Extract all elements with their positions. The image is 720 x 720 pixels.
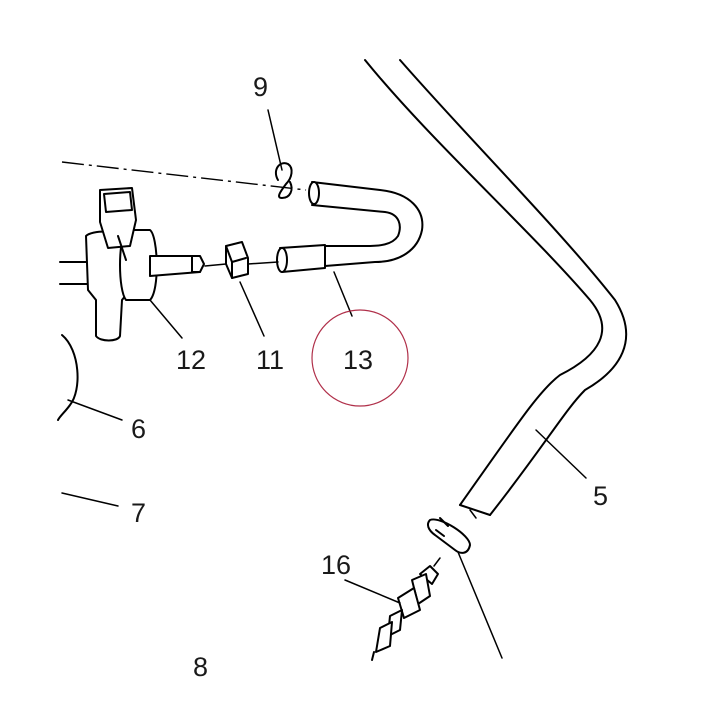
hose-13	[276, 181, 424, 273]
fitting-16	[371, 565, 439, 661]
clamp-11	[204, 241, 279, 279]
callout-11: 11	[256, 345, 285, 375]
callout-16: 16	[321, 550, 352, 580]
clamp-near-16	[426, 509, 477, 567]
clip-9	[274, 162, 293, 199]
callout-12: 12	[176, 345, 207, 375]
center-line	[61, 161, 307, 191]
callout-9: 9	[253, 72, 269, 102]
callout-7: 7	[131, 498, 147, 528]
hose-5	[364, 59, 628, 516]
valve-12	[59, 187, 205, 342]
leader-lines	[61, 109, 587, 659]
callout-8-partial: 8	[193, 652, 209, 682]
callout-5: 5	[593, 481, 609, 511]
callout-13: 13	[343, 345, 374, 375]
callout-6: 6	[131, 414, 147, 444]
highlight-circle-13	[311, 309, 409, 407]
part-6-outline	[57, 334, 79, 421]
